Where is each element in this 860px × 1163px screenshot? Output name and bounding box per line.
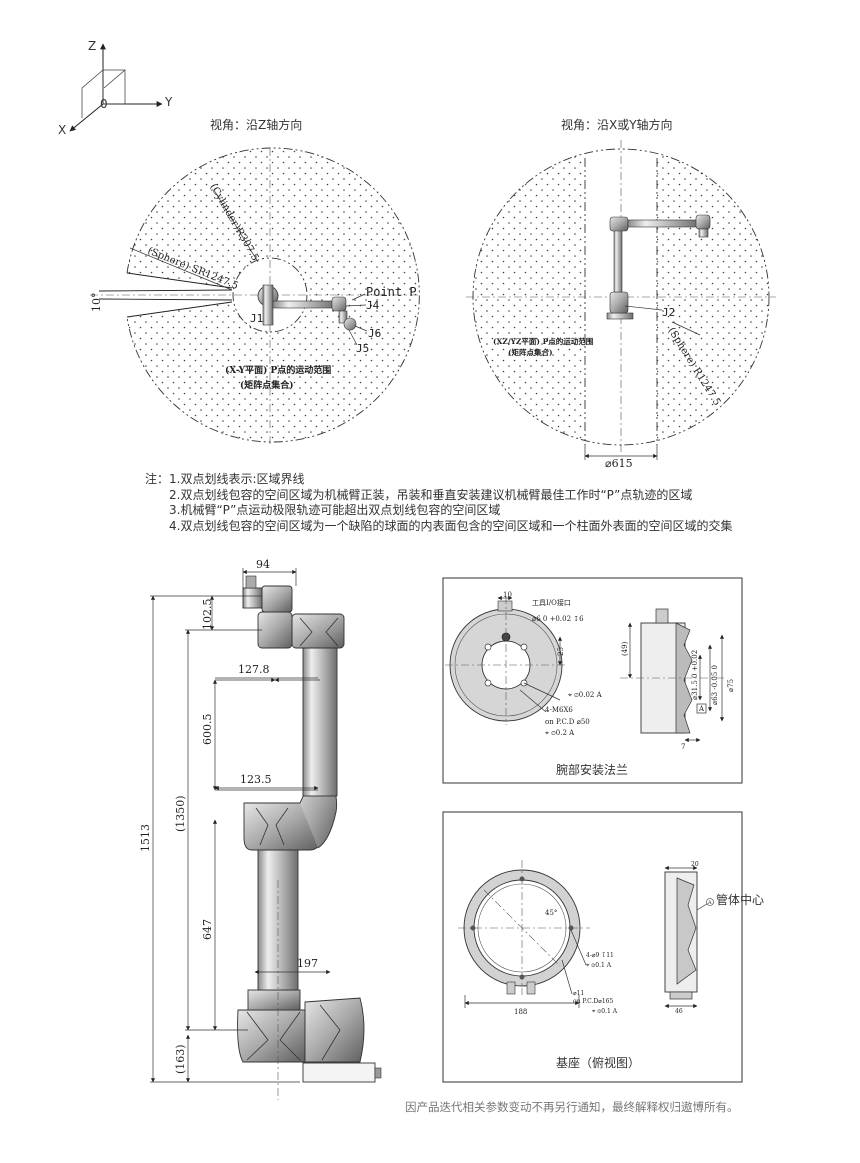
label-j5: J5: [356, 342, 369, 355]
dim-647: 647: [201, 919, 214, 940]
axis-origin: 0: [100, 97, 108, 111]
base-title: 基座（俯视图）: [556, 1055, 640, 1070]
note-2: 2.双点划线包容的空间区域为机械臂正装，吊装和垂直安装建议机械臂最佳工作时“P”…: [169, 487, 693, 502]
base-datum: A: [707, 900, 712, 906]
dim-600-5: 600.5: [201, 714, 214, 746]
right-view-diagram: ⌀615 J2 (Sphere) R1247.5 (XZ/YZ平面) P点的运动…: [466, 140, 776, 470]
base-panel: 45° 4-⌀9 ↧11 ⌖ ⌀0.1 A ⌀11 on P.C.D⌀165 ⌖…: [442, 811, 764, 1083]
flange-d10: 10: [503, 591, 512, 599]
base-d46: 46: [675, 1008, 683, 1015]
wrist-flange-panel: 10 工具I/O接口 ⌀6 0 +0.02 ↧6 25 ⌖ ⌀0.02 A 4-…: [442, 577, 743, 784]
flange-pcd: on P.C.D ⌀50: [545, 718, 590, 726]
base-pcd: on P.C.D⌀165: [573, 998, 613, 1005]
note-row: 2.双点划线包容的空间区域为机械臂正装，吊装和垂直安装建议机械臂最佳工作时“P”…: [145, 488, 825, 504]
dim-1513: 1513: [139, 824, 152, 852]
note-row: 注：1.双点划线表示:区域界线: [145, 472, 825, 488]
flange-m6: 4-M6X6: [545, 706, 573, 714]
base-d20: 20: [691, 861, 699, 868]
base-holes: 4-⌀9 ↧11: [586, 952, 614, 959]
axis-triad: Z Y X 0: [58, 39, 173, 137]
label-right-range-1: (XZ/YZ平面) P点的运动范围: [493, 336, 594, 346]
dim-123-5: 123.5: [240, 773, 272, 786]
note-1: 1.双点划线表示:区域界线: [169, 472, 305, 486]
note-3: 3.机械臂“P”点运动极限轨迹可能超出双点划线包容的空间区域: [169, 503, 501, 517]
right-view-title: 视角：沿X或Y轴方向: [561, 117, 673, 132]
base-tol2: ⌖ ⌀0.1 A: [592, 1008, 618, 1015]
dim-94: 94: [256, 558, 270, 571]
flange-d49: (49): [621, 641, 629, 656]
axis-label-z: Z: [88, 39, 96, 53]
flange-tol2: ⌖ ⌀0.2 A: [545, 729, 575, 737]
left-view-title: 视角：沿Z轴方向: [210, 117, 302, 132]
label-j2: J2: [662, 306, 675, 319]
flange-d63: ⌀63 -0.05 0: [711, 665, 719, 705]
base-tol1: ⌖ ⌀0.1 A: [586, 962, 612, 969]
label-right-range-2: (矩阵点集合): [508, 347, 553, 357]
label-j1: J1: [250, 312, 263, 325]
flange-d31: ⌀31.5 0 +0.02: [691, 650, 699, 700]
notes-block: 注：1.双点划线表示:区域界线 2.双点划线包容的空间区域为机械臂正装，吊装和垂…: [145, 472, 825, 534]
base-hole11: ⌀11: [573, 990, 584, 997]
dim-127-8: 127.8: [238, 663, 270, 676]
base-pipe-center: 管体中心: [716, 892, 764, 907]
flange-tool-io: 工具I/O接口: [532, 598, 571, 607]
flange-d7: 7: [681, 743, 685, 751]
left-view-diagram: (Cylinder)R307.5 (Sphere) SR1247.5 10° P…: [90, 147, 420, 444]
dim-163: (163): [174, 1044, 187, 1074]
base-d188: 188: [514, 1008, 527, 1016]
label-angle-10: 10°: [90, 293, 103, 313]
dim-197: 197: [297, 957, 318, 970]
axis-label-y: Y: [164, 95, 173, 109]
flange-d25: 25: [557, 647, 565, 656]
flange-datum: A: [698, 705, 705, 713]
dim-102-5: 102.5: [201, 599, 214, 631]
arm-side-view: 94 102.5 127.8 600.5 123.5 (1350) 1513 6…: [139, 558, 382, 1100]
flange-hole6: ⌀6 0 +0.02 ↧6: [532, 615, 584, 623]
notes-prefix: 注：: [145, 472, 170, 486]
dim-1350: (1350): [174, 795, 187, 832]
label-left-range-1: (X-Y平面) P点的运动范围: [225, 364, 331, 376]
footer-disclaimer: 因产品迭代相关参数变动不再另行通知，最终解释权归遨博所有。: [405, 1100, 739, 1114]
note-row: 4.双点划线包容的空间区域为一个缺陷的球面的内表面包含的空间区域和一个柱面外表面…: [145, 519, 825, 535]
flange-d75: ⌀75: [727, 679, 735, 692]
flange-title: 腕部安装法兰: [556, 762, 628, 777]
note-4: 4.双点划线包容的空间区域为一个缺陷的球面的内表面包含的空间区域和一个柱面外表面…: [169, 518, 733, 533]
label-j6: J6: [368, 327, 381, 340]
axis-label-x: X: [58, 123, 66, 137]
label-diameter-615: ⌀615: [605, 457, 633, 470]
flange-tol1: ⌖ ⌀0.02 A: [568, 691, 603, 699]
label-point-p: Point P: [366, 285, 417, 299]
label-left-range-2: (矩阵点集合): [240, 379, 294, 391]
label-j4: J4: [366, 299, 380, 312]
base-angle-45: 45°: [545, 909, 557, 917]
note-row: 3.机械臂“P”点运动极限轨迹可能超出双点划线包容的空间区域: [145, 503, 825, 519]
